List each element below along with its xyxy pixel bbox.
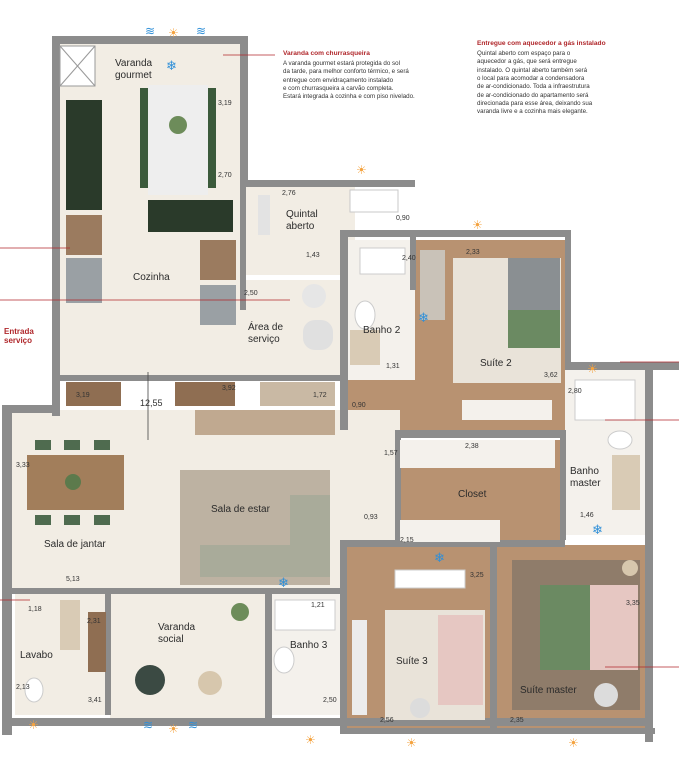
room-banho-master: Banho master [570, 466, 601, 489]
sun-icon: ☀ [587, 362, 598, 376]
wind-icon: ≋ [145, 24, 156, 38]
note-line: entregue com envidraçamento instalado [283, 76, 394, 84]
dim-label: 1,46 [580, 512, 594, 519]
suite2-furniture [420, 250, 561, 420]
room-suite-master: Suíte master [520, 685, 577, 696]
dim-label: 2,50 [244, 290, 258, 297]
note-line: da tarde, para melhor conforto térmico, … [283, 68, 409, 76]
dim-label: 3,35 [626, 600, 640, 607]
dim-label: 2,70 [218, 172, 232, 179]
wind-icon: ≋ [143, 718, 154, 732]
dim-label: 0,93 [364, 514, 378, 521]
dim-label: 12,55 [140, 398, 163, 408]
dim-label: 3,92 [222, 385, 236, 392]
snowflake-icon: ❄ [592, 522, 603, 537]
note-line: A varanda gourmet estará protegida do so… [283, 59, 400, 67]
note-line: e com churrasqueira a carvão completa. [283, 84, 394, 92]
dim-label: 3,25 [470, 572, 484, 579]
sun-icon: ☀ [168, 26, 179, 40]
closet-furniture [400, 440, 555, 542]
snowflake-icon: ❄ [278, 575, 289, 590]
dim-label: 3,33 [16, 462, 30, 469]
room-area-servico: Área de serviço [248, 322, 284, 345]
banho2-fixtures [350, 247, 406, 365]
note-line: de ar-condicionado. Toda a infraestrutur… [477, 83, 590, 91]
snowflake-icon: ❄ [418, 310, 429, 325]
dim-label: 1,18 [28, 606, 42, 613]
dim-label: 1,72 [313, 392, 327, 399]
dim-label: 1,57 [384, 450, 398, 457]
room-suite3: Suíte 3 [396, 656, 428, 667]
sun-icon: ☀ [472, 218, 483, 232]
dim-label: 2,56 [380, 717, 394, 724]
note-aquecedor-title: Entregue com aquecedor a gás instalado [477, 40, 606, 47]
dim-label: 2,40 [402, 255, 416, 262]
service-furniture [258, 189, 399, 350]
dim-label: 2,80 [568, 388, 582, 395]
room-suite2: Suíte 2 [480, 358, 512, 369]
note-line: direcionada para esse área, deixando sua [477, 100, 593, 108]
dim-label: 1,43 [306, 252, 320, 259]
dim-label: 2,76 [282, 190, 296, 197]
sun-icon: ☀ [168, 722, 179, 736]
room-varanda-gourmet: Varanda gourmet [115, 58, 153, 81]
note-churrasqueira: Varanda com churrasqueira A varanda gour… [283, 50, 463, 102]
note-line: Estará integrada à cozinha e com piso ni… [283, 93, 415, 101]
note-line: varanda livre e a cozinha mais elegante. [477, 108, 588, 116]
bath-fixtures [24, 599, 336, 703]
callout-lines [0, 54, 679, 668]
dim-label: 1,31 [386, 363, 400, 370]
dim-label: 0,90 [396, 215, 410, 222]
varanda-social-furniture [88, 603, 249, 695]
room-banho2: Banho 2 [363, 325, 401, 336]
living-furniture [27, 410, 335, 585]
dim-label: 2,50 [323, 697, 337, 704]
note-line: aquecedor a gás, que será entregue [477, 58, 577, 66]
kitchen-furniture [66, 85, 335, 406]
room-lavabo: Lavabo [20, 650, 53, 661]
note-line: o local para acomodar a condensadora [477, 74, 585, 82]
room-closet: Closet [458, 489, 487, 500]
dim-label: 2,13 [16, 684, 30, 691]
wind-icon: ≋ [196, 24, 207, 38]
room-quintal-aberto: Quintal aberto [286, 209, 318, 232]
room-sala-estar: Sala de estar [211, 504, 270, 515]
note-line: Quintal aberto com espaço para o [477, 49, 571, 57]
room-varanda-social: Varanda social [158, 622, 196, 645]
room-sala-jantar: Sala de jantar [44, 539, 106, 550]
dim-label: 5,13 [66, 576, 80, 583]
note-aquecedor: Entregue com aquecedor a gás instalado Q… [477, 40, 642, 117]
dim-label: 2,35 [510, 717, 524, 724]
walls [2, 36, 679, 742]
wind-icon: ≋ [188, 718, 199, 732]
sun-icon: ☀ [28, 718, 39, 732]
dim-label: 2,31 [87, 618, 101, 625]
banho-master-fixtures [574, 379, 640, 510]
room-banho3: Banho 3 [290, 640, 328, 651]
dim-label: 2,15 [400, 537, 414, 544]
dim-label: 3,62 [544, 372, 558, 379]
entrada-servico-label: Entrada serviço [4, 327, 34, 345]
note-line: de ar-condicionado do apartamento será [477, 91, 589, 99]
suite3-furniture [352, 569, 485, 720]
note-line: instalado. O quintal aberto também será [477, 66, 588, 74]
dim-label: 3,41 [88, 697, 102, 704]
room-cozinha: Cozinha [133, 272, 170, 283]
sun-icon: ☀ [406, 736, 417, 750]
dim-label: 2,33 [466, 249, 480, 256]
dim-label: 1,21 [311, 602, 325, 609]
sun-icon: ☀ [568, 736, 579, 750]
sun-icon: ☀ [305, 733, 316, 747]
snowflake-icon: ❄ [166, 58, 177, 73]
suite-master-furniture [512, 560, 640, 710]
snowflake-icon: ❄ [434, 550, 445, 565]
dim-label: 2,38 [465, 443, 479, 450]
dim-label: 3,19 [218, 100, 232, 107]
dim-label: 0,90 [352, 402, 366, 409]
window-markers [59, 45, 96, 87]
note-churrasqueira-title: Varanda com churrasqueira [283, 50, 370, 57]
sun-icon: ☀ [356, 163, 367, 177]
dim-label: 3,19 [76, 392, 90, 399]
